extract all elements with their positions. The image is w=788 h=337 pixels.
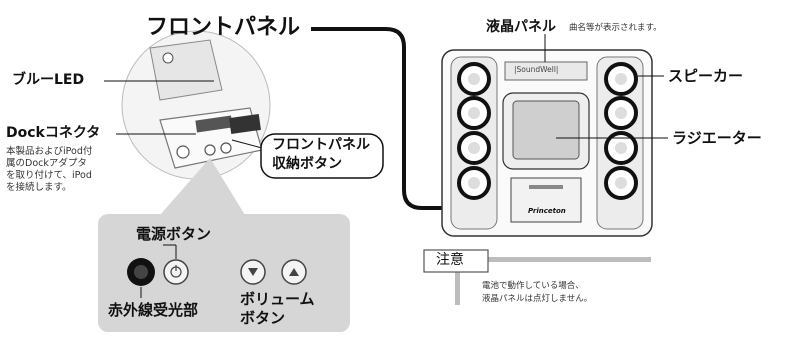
front-panel-title: フロントパネル — [146, 15, 301, 40]
dock-closeup — [121, 30, 271, 180]
radiator-label: ラジエーター — [672, 129, 762, 147]
button-zoom-box — [98, 158, 350, 332]
dock-desc-line-1: 本製品およびiPod付 — [6, 146, 93, 157]
volume-button-label-line-1: ボリューム — [240, 290, 315, 308]
speaker-device — [441, 49, 653, 237]
dock-connector-description: 本製品およびiPod付 属のDockアダプタ を取り付けて、iPod を接続しま… — [6, 146, 102, 194]
storage-button-label-line-2: 収納ボタン — [272, 156, 342, 172]
dock-desc-line-3: を取り付けて、iPod — [6, 169, 92, 181]
blue-led-label: ブルーLED — [12, 72, 85, 88]
dock-desc-line-2: 属のDockアダプタ — [6, 157, 87, 169]
caution-line-2: 液晶パネルは点灯しません。 — [482, 294, 593, 304]
brand-logo: Princeton — [528, 207, 566, 215]
dock-connector-label: Dockコネクタ — [6, 125, 101, 141]
caution-box — [423, 249, 651, 305]
storage-button-label-line-1: フロントパネル — [272, 137, 370, 153]
lcd-panel-note: 曲名等が表示されます。 — [569, 23, 662, 33]
power-button-label: 電源ボタン — [136, 225, 212, 243]
dock-desc-line-4: を接続します。 — [6, 181, 72, 193]
leader-storage-button — [231, 139, 263, 149]
leader-front-panel — [311, 27, 527, 210]
right-speakers — [604, 62, 638, 200]
left-speakers — [457, 62, 491, 200]
storage-button-callout — [260, 133, 384, 179]
lcd-display-text: |SoundWell| — [514, 65, 559, 74]
volume-button-label-line-2: ボタン — [240, 309, 286, 327]
caution-line-1: 電池で動作している場合、 — [482, 281, 584, 291]
ir-receiver-label: 赤外線受光部 — [108, 301, 199, 319]
speaker-label: スピーカー — [668, 67, 744, 85]
lcd-panel-label: 液晶パネル — [486, 19, 556, 35]
caution-label: 注意 — [436, 252, 464, 268]
